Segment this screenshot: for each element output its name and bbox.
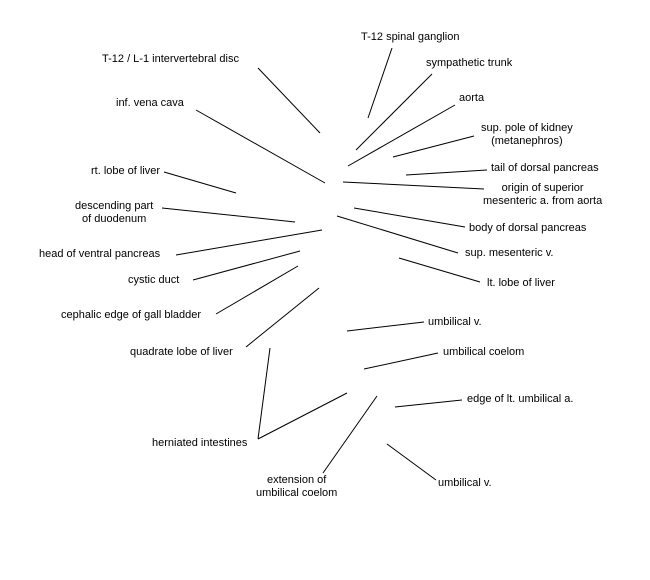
- leader-umbilical-v-upper: [346, 321, 425, 332]
- leader-herniated-intestines-b: [257, 392, 348, 440]
- label-edge-lt-umbilical-a: edge of lt. umbilical a.: [467, 393, 574, 405]
- label-descending-duodenum: descending part of duodenum: [75, 200, 153, 226]
- leader-cephalic-gall-bladder: [215, 265, 299, 315]
- label-umbilical-v-lower: umbilical v.: [438, 477, 492, 489]
- leader-body-dorsal-pancreas: [353, 207, 466, 228]
- leader-sup-pole-kidney: [392, 135, 475, 158]
- label-umbilical-v-upper: umbilical v.: [428, 316, 482, 328]
- leader-sympathetic-trunk: [355, 73, 433, 151]
- label-sup-mesenteric-v: sup. mesenteric v.: [465, 247, 554, 259]
- leader-aorta: [347, 104, 456, 167]
- label-t12-l1-disc: T-12 / L-1 intervertebral disc: [102, 53, 239, 65]
- leader-rt-lobe-liver: [163, 171, 237, 194]
- leader-t12-spinal-ganglion: [367, 47, 393, 119]
- label-inf-vena-cava: inf. vena cava: [116, 97, 184, 109]
- label-head-ventral-pancreas: head of ventral pancreas: [39, 248, 161, 260]
- label-body-dorsal-pancreas: body of dorsal pancreas: [469, 222, 587, 234]
- leader-umbilical-coelom: [363, 352, 439, 370]
- leader-tail-dorsal-pancreas: [405, 169, 488, 176]
- leader-lt-lobe-liver: [398, 257, 481, 283]
- label-extension-coelom: extension of umbilical coelom: [256, 474, 337, 500]
- label-sup-pole-kidney-line1: sup. pole of kidney: [481, 122, 573, 134]
- label-herniated-intestines: herniated intestines: [152, 437, 248, 449]
- label-lt-lobe-liver: lt. lobe of liver: [487, 277, 555, 289]
- label-descending-duodenum-line2: of duodenum: [82, 213, 147, 225]
- label-descending-duodenum-line1: descending part: [75, 200, 154, 212]
- leader-head-ventral-pancreas: [175, 229, 323, 256]
- leader-umbilical-v-lower: [386, 443, 437, 481]
- leader-origin-sma: [342, 181, 485, 190]
- label-tail-dorsal-pancreas: tail of dorsal pancreas: [491, 162, 599, 174]
- leader-quadrate-lobe-liver: [245, 287, 320, 348]
- leader-edge-lt-umbilical-a: [394, 399, 463, 408]
- label-extension-coelom-line2: umbilical coelom: [256, 487, 338, 499]
- label-sympathetic-trunk: sympathetic trunk: [426, 57, 513, 69]
- label-origin-sma-line1: origin of superior: [501, 182, 584, 194]
- label-aorta: aorta: [459, 92, 485, 104]
- label-cephalic-gall-bladder: cephalic edge of gall bladder: [61, 309, 202, 321]
- label-rt-lobe-liver: rt. lobe of liver: [91, 165, 161, 177]
- leader-inf-vena-cava: [195, 109, 326, 184]
- leader-cystic-duct: [192, 250, 301, 281]
- label-umbilical-coelom: umbilical coelom: [443, 346, 525, 358]
- label-quadrate-lobe-liver: quadrate lobe of liver: [130, 346, 233, 358]
- label-cystic-duct: cystic duct: [128, 274, 180, 286]
- label-origin-sma: origin of superior mesenteric a. from ao…: [483, 182, 602, 208]
- label-t12-spinal-ganglion: T-12 spinal ganglion: [361, 31, 460, 43]
- leader-herniated-intestines-a: [257, 347, 271, 440]
- label-origin-sma-line2: mesenteric a. from aorta: [483, 195, 603, 207]
- label-sup-pole-kidney-line2: (metanephros): [491, 135, 563, 147]
- leader-descending-duodenum: [161, 207, 296, 223]
- leader-extension-coelom: [322, 395, 378, 474]
- label-sup-pole-kidney: sup. pole of kidney (metanephros): [481, 122, 573, 148]
- label-extension-coelom-line1: extension of: [266, 474, 327, 486]
- leader-sup-mesenteric-v: [336, 215, 459, 254]
- leader-t12-l1-disc: [257, 67, 321, 134]
